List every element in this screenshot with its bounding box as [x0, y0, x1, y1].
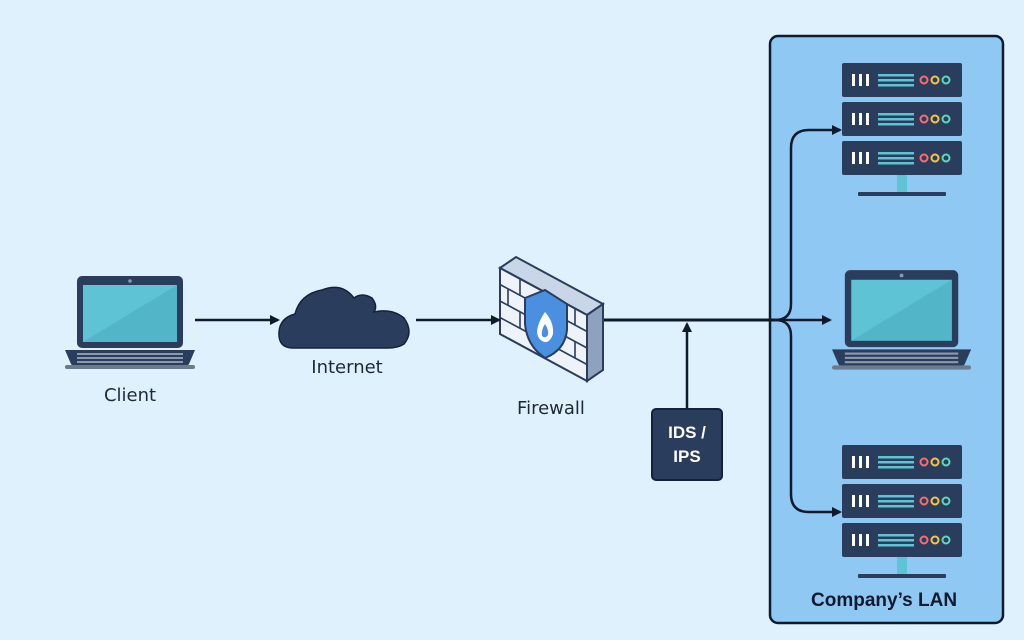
arrow-to-bottom-server	[774, 318, 842, 517]
lan-laptop-icon	[832, 270, 972, 370]
client-laptop-icon	[65, 276, 195, 369]
company-lan-label: Company’s LAN	[811, 590, 958, 611]
arrow-to-top-server	[774, 125, 842, 322]
firewall-label: Firewall	[517, 398, 585, 419]
cloud-icon	[278, 286, 410, 349]
ids-ips-label-line2: IPS	[673, 446, 701, 466]
ids-ips-node: IDS / IPS	[651, 408, 723, 481]
firewall-shield-icon	[498, 255, 605, 383]
client-label: Client	[103, 385, 157, 406]
internet-label: Internet	[311, 357, 383, 378]
ids-ips-label-line1: IDS /	[668, 422, 706, 442]
